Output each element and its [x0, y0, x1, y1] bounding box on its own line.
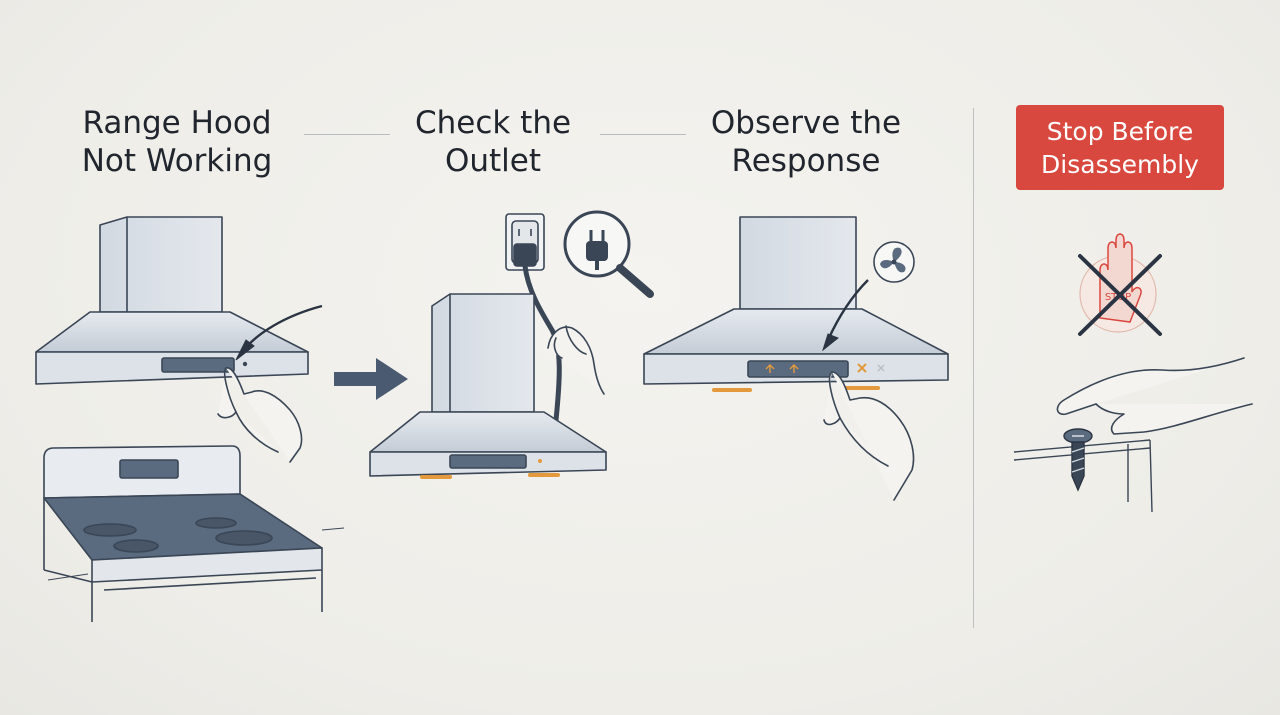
wall-outlet-icon: [505, 213, 545, 271]
range-hood-illustration-2: [369, 293, 607, 479]
fan-icon: [873, 241, 915, 283]
step-3-title-line2: Response: [731, 143, 881, 179]
step-connector-line: [304, 134, 390, 135]
magnifier-plug-icon: [563, 210, 654, 298]
range-hood-illustration-1: [35, 216, 309, 385]
right-arrow-icon: [334, 358, 408, 400]
hand-holding-cord: [547, 325, 605, 395]
warning-line1: Stop Before: [1046, 116, 1194, 146]
stove-illustration: [43, 445, 345, 622]
section-divider: [973, 108, 974, 628]
hand-reaching-icon: [1056, 357, 1253, 435]
close-icon: [877, 364, 885, 372]
step-connector-line: [600, 134, 686, 135]
step-1-title-line2: Not Working: [81, 143, 273, 179]
prohibited-x-icon: [1078, 254, 1162, 336]
fan-speed-button-icon: [765, 364, 799, 373]
step-3-title: Observe the Response: [690, 104, 922, 180]
curved-arrow-3: [826, 279, 869, 341]
stop-warning-badge: Stop Before Disassembly: [1016, 105, 1224, 190]
step-1-title-line1: Range Hood: [82, 105, 272, 141]
step-3-title-line1: Observe the: [710, 105, 902, 141]
step-1-title: Range Hood Not Working: [62, 104, 292, 180]
pointing-hand-1: [217, 367, 303, 463]
warning-line2: Disassembly: [1041, 149, 1199, 179]
stove-display: [119, 459, 179, 479]
pointing-hand-3: [823, 371, 915, 501]
close-icon: [857, 363, 867, 373]
step-2-title-line1: Check the: [414, 105, 572, 141]
hood-display-panel: [161, 357, 235, 373]
step-2-title: Check the Outlet: [388, 104, 598, 180]
power-cord: [522, 263, 562, 423]
step-2-title-line2: Outlet: [444, 143, 542, 179]
screw-icon: [1063, 428, 1093, 492]
